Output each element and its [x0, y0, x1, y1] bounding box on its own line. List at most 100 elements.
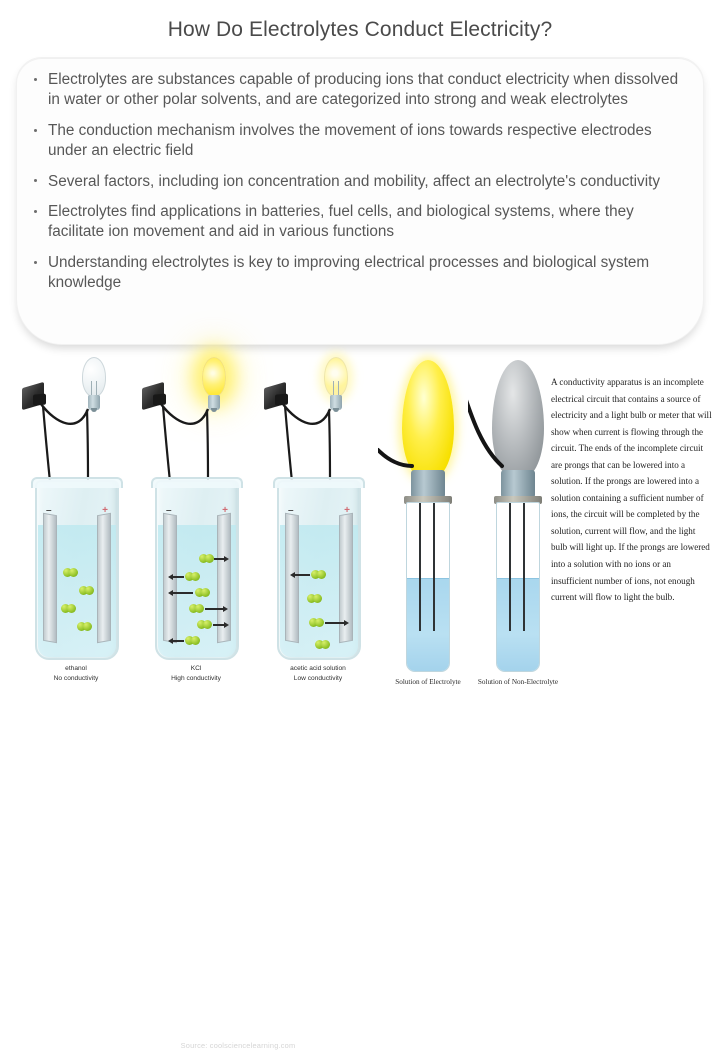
circuit-wire: [40, 403, 90, 483]
page-title: How Do Electrolytes Conduct Electricity?: [167, 18, 553, 41]
ion: [309, 618, 324, 627]
diagram-band: – + ethanol No conductivity: [0, 352, 720, 1050]
beaker-rig-ethanol: – + ethanol No conductivity: [16, 352, 136, 682]
beaker: – +: [31, 477, 123, 660]
beaker-rig-acetic-acid: – + acetic acid solution Low conductivit…: [258, 352, 378, 682]
bullet-dot-icon: [34, 210, 37, 214]
caption-conductivity: High conductivity: [171, 675, 221, 683]
beaker: – +: [151, 477, 243, 660]
electrode-positive: [97, 512, 111, 644]
source-watermark: Source: coolsciencelearning.com: [180, 1041, 296, 1050]
list-item: Several factors, including ion concentra…: [31, 172, 685, 192]
bulb-glass-icon: [324, 357, 348, 397]
electrode-negative-sign: –: [166, 505, 172, 516]
apparatus-wire: [468, 399, 504, 468]
molecule: [79, 586, 94, 595]
bullet-text: Electrolytes find applications in batter…: [48, 203, 634, 241]
ion-motion-arrow: [290, 572, 310, 577]
apparatus-prong: [523, 503, 525, 631]
light-bulb-bright: [194, 357, 234, 429]
beaker-caption-ethanol: ethanol No conductivity: [16, 664, 136, 684]
ion-motion-arrow: [213, 622, 229, 627]
ion-motion-arrow: [205, 606, 228, 611]
bullet-dot-icon: [34, 179, 37, 183]
electrode-positive-sign: +: [222, 505, 228, 516]
list-item: Understanding electrolytes is key to imp…: [31, 253, 685, 293]
conductivity-apparatus-non-electrolyte: Solution of Non-Electrolyte: [468, 356, 568, 686]
electrode-positive-sign: +: [344, 505, 350, 516]
molecule: [61, 604, 76, 613]
ion: [185, 636, 200, 645]
key-points-card: Electrolytes are substances capable of p…: [16, 57, 704, 345]
electrode-positive-sign: +: [102, 505, 108, 516]
apparatus-prong: [419, 503, 421, 631]
apparatus-prong: [433, 503, 435, 631]
bullet-dot-icon: [34, 128, 37, 132]
apparatus-description-paragraph: A conductivity apparatus is an incomplet…: [551, 377, 712, 603]
bulb-filament-icon: [333, 381, 339, 395]
beaker-caption-kcl: KCl High conductivity: [136, 664, 256, 684]
bullet-dot-icon: [34, 77, 37, 81]
beaker-lip: [31, 477, 123, 488]
list-item: Electrolytes are substances capable of p…: [31, 70, 685, 110]
apparatus-liquid: [497, 578, 539, 671]
list-item: Electrolytes find applications in batter…: [31, 202, 685, 242]
bulb-base-icon: [330, 395, 342, 412]
molecule: [77, 622, 92, 631]
infographic-root: How Do Electrolytes Conduct Electricity?…: [0, 0, 720, 720]
electrode-negative: [43, 512, 57, 644]
apparatus-collar: [501, 470, 535, 498]
ion: [195, 588, 210, 597]
bullet-text: The conduction mechanism involves the mo…: [48, 121, 652, 159]
beaker-rig-kcl: – + KCl High conductivity: [136, 352, 256, 682]
molecule: [63, 568, 78, 577]
bulb-filament-icon: [91, 381, 97, 395]
ion: [311, 570, 326, 579]
electrode-negative: [285, 512, 299, 644]
caption-substance: acetic acid solution: [290, 665, 346, 672]
light-bulb-dim: [316, 357, 356, 429]
ion: [197, 620, 212, 629]
conductivity-apparatus-electrolyte: Solution of Electrolyte: [378, 356, 478, 686]
ion-motion-arrow: [168, 638, 184, 643]
electrode-negative-sign: –: [46, 505, 52, 516]
ion-motion-arrow: [325, 620, 349, 625]
apparatus-bulb-lit: [402, 360, 454, 478]
caption-substance: KCl: [190, 665, 202, 672]
apparatus-prong: [509, 503, 511, 631]
list-item: The conduction mechanism involves the mo…: [31, 121, 685, 161]
apparatus-bulb-unlit: [492, 360, 544, 478]
light-bulb-off: [74, 357, 114, 429]
molecule: [315, 640, 330, 649]
ion-motion-arrow: [214, 556, 229, 561]
beaker-lip: [273, 477, 365, 488]
caption-conductivity: No conductivity: [53, 675, 99, 683]
apparatus-liquid: [407, 578, 449, 671]
bulb-glass-icon: [202, 357, 226, 397]
bullet-list: Electrolytes are substances capable of p…: [31, 70, 685, 293]
bulb-base-icon: [88, 395, 100, 412]
apparatus-jar: [496, 502, 540, 672]
molecule: [307, 594, 322, 603]
bulb-base-icon: [208, 395, 220, 412]
ion-motion-arrow: [168, 574, 184, 579]
apparatus-jar: [406, 502, 450, 672]
ion-motion-arrow: [168, 590, 193, 595]
apparatus-caption: Solution of Non-Electrolyte: [477, 678, 559, 686]
beaker: – +: [273, 477, 365, 660]
caption-conductivity: Low conductivity: [293, 675, 343, 683]
bullet-text: Several factors, including ion concentra…: [48, 172, 661, 190]
apparatus-wire: [378, 448, 414, 468]
beaker-caption-acetic-acid: acetic acid solution Low conductivity: [258, 664, 378, 684]
apparatus-ring: [404, 496, 452, 504]
bullet-text: Electrolytes are substances capable of p…: [48, 71, 679, 108]
ion: [199, 554, 214, 563]
circuit-wire: [282, 403, 332, 483]
ion: [185, 572, 200, 581]
apparatus-ring: [494, 496, 542, 504]
apparatus-collar: [411, 470, 445, 498]
electrode-negative-sign: –: [288, 505, 294, 516]
bullet-text: Understanding electrolytes is key to imp…: [48, 254, 650, 291]
caption-substance: ethanol: [65, 665, 87, 672]
apparatus-caption: Solution of Electrolyte: [395, 678, 461, 686]
